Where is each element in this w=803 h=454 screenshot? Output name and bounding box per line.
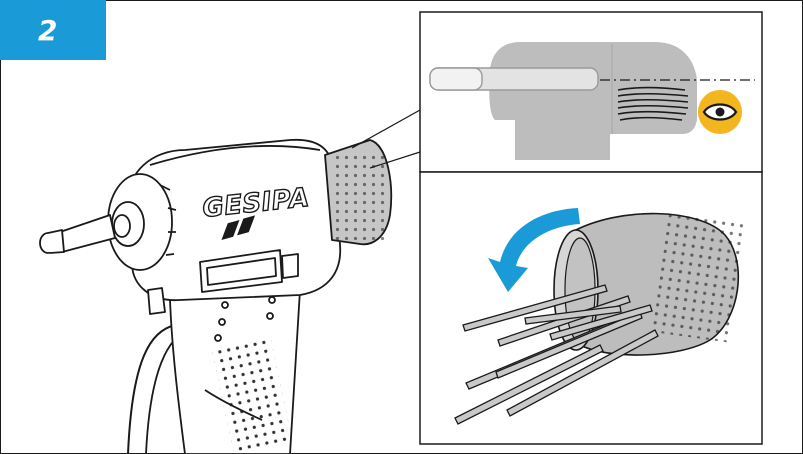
tool-handle-loop — [127, 324, 177, 454]
tool-brand-logo: GESIPA — [201, 183, 311, 224]
eye-icon — [698, 90, 742, 134]
tool-trigger — [147, 287, 166, 315]
tool-nozzle — [59, 214, 116, 253]
brand-slash-mark — [221, 215, 256, 241]
step-number-badge: 2 — [0, 0, 106, 60]
rivet-tool — [39, 109, 421, 454]
curved-arrow-icon — [488, 208, 580, 292]
detail-panel-top — [419, 11, 763, 173]
coil-contents — [617, 86, 689, 121]
rivet-mandrels — [454, 284, 659, 425]
detail-panel-bottom — [419, 171, 763, 445]
